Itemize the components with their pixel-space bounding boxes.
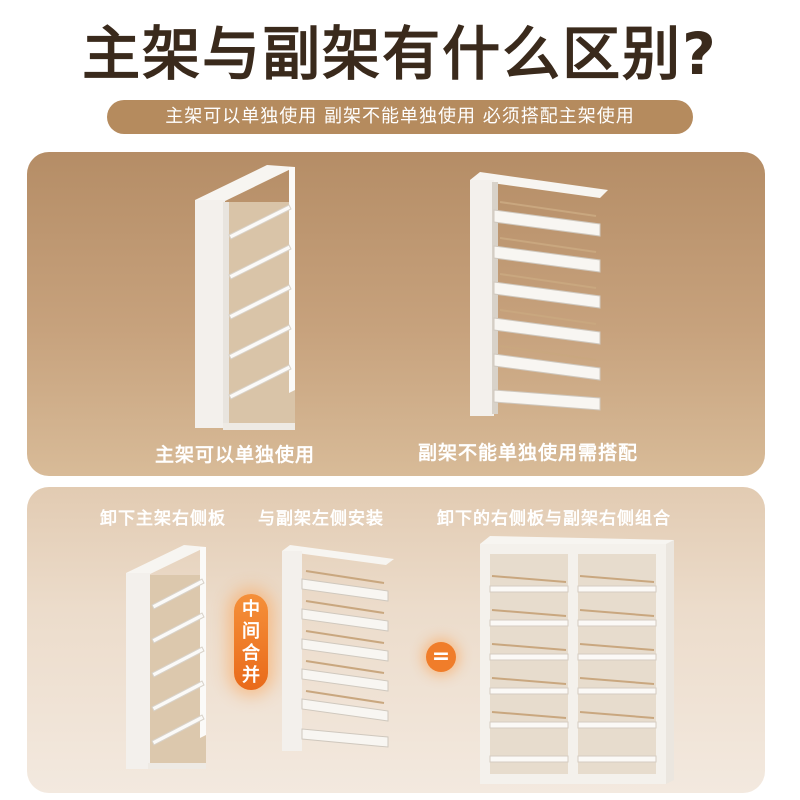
step1-caption: 卸下主架右侧板 [100,509,226,529]
step2-caption: 与副架左侧安装 [258,509,384,529]
page-title: 主架与副架有什么区别? [82,20,718,88]
step3-caption: 卸下的右侧板与副架右侧组合 [437,509,671,529]
comparison-panel [27,152,765,476]
sub-shelf-caption: 副架不能单独使用需搭配 [418,442,639,464]
subtitle-banner: 主架可以单独使用 副架不能单独使用 必须搭配主架使用 [107,100,693,134]
sub-shelf-illustration [470,172,608,416]
main-shelf-small-illustration [126,545,206,769]
merge-badge: 中间合并 [234,594,268,690]
equals-badge: = [426,642,456,672]
combined-shelf-illustration [480,536,674,784]
sub-shelf-small-illustration [282,545,394,751]
main-shelf-caption: 主架可以单独使用 [155,444,316,466]
main-shelf-illustration [195,165,295,430]
